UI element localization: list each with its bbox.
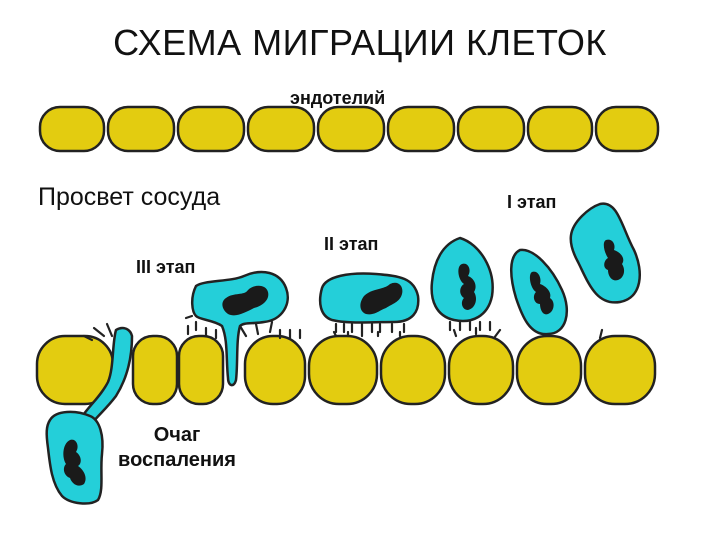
page-title: СХЕМА МИГРАЦИИ КЛЕТОК	[0, 22, 720, 64]
endothelial-cell	[528, 107, 592, 151]
focus-label-line1: Очаг	[154, 424, 201, 446]
stage-2-label: II этап	[324, 234, 378, 255]
inflammation-focus-label: Очаг воспаления	[106, 423, 248, 473]
endothelial-cell	[108, 107, 174, 151]
endothelium-label: эндотелий	[290, 88, 385, 109]
endothelial-cell	[585, 336, 655, 404]
endothelial-cell	[449, 336, 513, 404]
endothelial-cell	[179, 336, 223, 404]
endothelial-cell	[178, 107, 244, 151]
endothelial-cell	[248, 107, 314, 151]
stage-2-leukocyte	[320, 274, 418, 323]
endothelial-cell	[458, 107, 524, 151]
endothelial-cell	[133, 336, 177, 404]
stage-3-label: III этап	[136, 257, 195, 278]
vessel-lumen-label: Просвет сосуда	[38, 183, 220, 212]
leukocyte	[571, 204, 640, 303]
endothelial-cell	[318, 107, 384, 151]
endothelial-cell	[596, 107, 658, 151]
endothelial-cell	[388, 107, 454, 151]
focus-label-line2: воспаления	[118, 449, 236, 471]
endothelial-cell	[517, 336, 581, 404]
stage-1-leukocytes	[432, 204, 640, 335]
upper-endothelium-row	[40, 107, 658, 151]
endothelial-cell	[309, 336, 377, 404]
endothelial-cell	[245, 336, 305, 404]
endothelial-cell	[381, 336, 445, 404]
endothelial-cell	[40, 107, 104, 151]
stage-1-label: I этап	[507, 192, 556, 213]
